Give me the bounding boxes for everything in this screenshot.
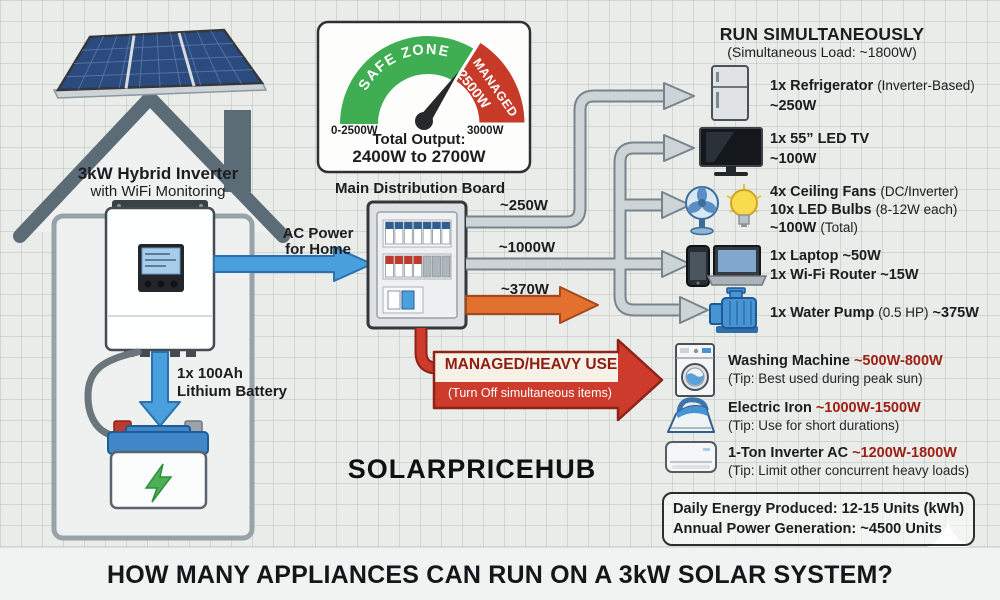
roof — [13, 91, 290, 243]
breaker-row-red — [385, 255, 451, 278]
phone-icon — [686, 245, 710, 287]
simultaneous-title: RUN SIMULTANEOUSLY — [719, 24, 925, 44]
output-label-1000w: ~1000W — [498, 239, 556, 256]
solar-panel-array — [52, 28, 268, 99]
lithium-battery — [107, 420, 209, 510]
appliance-washing-machine: Washing Machine ~500W-800W (Tip: Best us… — [728, 353, 943, 386]
managed-banner-subtitle: (Turn Off simultaneous items) — [448, 386, 612, 400]
arrow-to-refrigerator — [663, 82, 695, 110]
battery-cable — [84, 348, 142, 440]
hybrid-inverter — [104, 200, 216, 357]
washing-machine-icon — [675, 343, 715, 397]
gauge-range-max: 3000W — [467, 125, 504, 137]
gauge-total-value: 2400W to 2700W — [352, 147, 486, 166]
inverter-title: 3kW Hybrid Inverter — [77, 164, 239, 183]
output-label-250w: ~250W — [500, 197, 548, 214]
footer-strip: HOW MANY APPLIANCES CAN RUN ON A 3kW SOL… — [0, 547, 1000, 600]
power-pipes — [466, 82, 709, 324]
heavy-load-arrow — [465, 286, 599, 324]
distribution-board — [366, 200, 468, 330]
arrow-to-pump — [679, 296, 709, 324]
arrow-to-fans — [661, 191, 691, 219]
appliance-refrigerator: 1x Refrigerator (Inverter-Based) ~250W — [770, 78, 975, 114]
gauge-total-label: Total Output: — [372, 131, 466, 148]
appliance-tv: 1x 55” LED TV ~100W — [770, 131, 870, 167]
iron-icon — [667, 397, 715, 433]
breaker-row-blue — [385, 221, 451, 245]
appliance-inverter-ac: 1-Ton Inverter AC ~1200W-1800W (Tip: Lim… — [728, 445, 970, 478]
refrigerator-icon — [711, 65, 749, 121]
appliance-water-pump: 1x Water Pump (0.5 HP) ~375W — [770, 305, 979, 321]
appliance-fans-bulbs: 4x Ceiling Fans (DC/Inverter) 10x LED Bu… — [770, 184, 959, 236]
output-label-370w: ~370W — [501, 281, 549, 298]
simultaneous-subtitle: (Simultaneous Load: ~1800W) — [727, 44, 917, 60]
water-pump-icon — [709, 287, 758, 333]
managed-banner — [414, 328, 664, 422]
air-conditioner-icon — [665, 441, 717, 473]
output-gauge: SAFE ZONE MANAGED 2500W — [316, 20, 532, 174]
led-bulb-icon — [726, 184, 762, 227]
tv-icon — [699, 127, 763, 176]
ac-power-arrow — [213, 246, 373, 282]
ac-power-label: AC Power for Home — [282, 225, 354, 258]
appliance-laptop-router: 1x Laptop ~50W 1x Wi-Fi Router ~15W — [770, 248, 919, 283]
energy-summary-box: Daily Energy Produced: 12-15 Units (kWh)… — [662, 492, 976, 546]
managed-banner-title: MANAGED/HEAVY USE — [444, 356, 618, 373]
inverter-subtitle: with WiFi Monitoring — [90, 183, 226, 200]
roof-interior — [24, 100, 280, 232]
board-label: Main Distribution Board — [335, 180, 505, 197]
laptop-icon — [706, 245, 768, 286]
battery-flow-arrow — [139, 351, 181, 427]
appliance-electric-iron: Electric Iron ~1000W-1500W (Tip: Use for… — [728, 400, 921, 433]
arrow-to-tv — [663, 134, 695, 162]
gauge-safe-zone-arc — [340, 36, 475, 125]
page-title: HOW MANY APPLIANCES CAN RUN ON A 3kW SOL… — [107, 561, 893, 589]
gauge-range-min: 0-2500W — [331, 125, 378, 137]
lightning-bolt-icon — [144, 463, 173, 503]
brand-watermark: SOLARPRICEHUB — [347, 454, 597, 484]
battery-label: 1x 100Ah Lithium Battery — [177, 365, 288, 400]
gauge-managed-arc — [452, 38, 528, 126]
gauge-needle — [419, 71, 459, 125]
arrow-to-laptop — [661, 250, 691, 278]
ceiling-fan-icon — [685, 186, 719, 236]
